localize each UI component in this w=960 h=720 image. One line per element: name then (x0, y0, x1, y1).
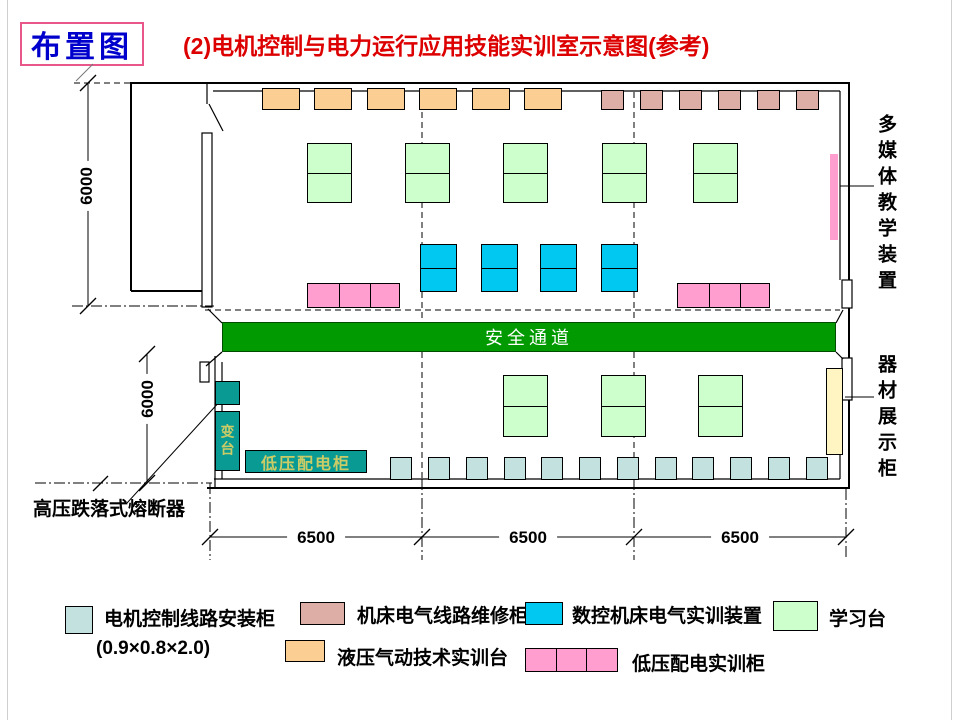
legend-swatch-study-table (773, 601, 818, 631)
fuse-box (215, 381, 240, 405)
dim-height-bottom: 6000 (138, 374, 158, 424)
study-table (698, 375, 743, 437)
pneumatic-training-bench (419, 88, 457, 110)
study-table (307, 143, 352, 203)
legend-label-cnc-unit: 数控机床电气实训装置 (572, 606, 763, 627)
legend-label-lv-training-cabinet: 低压配电实训柜 (632, 654, 766, 675)
study-table (601, 375, 646, 437)
motor-install-cabinet (428, 457, 450, 480)
dim-span-1: 6500 (287, 528, 345, 548)
motor-install-cabinet (579, 457, 601, 480)
legend-label-pneumatic-bench: 液压气动技术实训台 (337, 648, 509, 669)
lv-distribution-cabinet: 低压配电柜 (245, 450, 367, 473)
fuse-label: 高压跌落式熔断器 (33, 499, 186, 520)
study-table (503, 143, 548, 203)
machine-maintenance-cabinet (679, 90, 702, 110)
machine-maintenance-cabinet (718, 90, 741, 110)
motor-install-cabinet (768, 457, 790, 480)
equipment-display-cabinet (826, 368, 843, 455)
cnc-training-unit (540, 244, 577, 292)
walls (130, 82, 850, 489)
layout-tag-label: 布置图 (31, 31, 133, 64)
pneumatic-training-bench (314, 88, 352, 110)
centerlines (35, 305, 847, 560)
motor-install-cabinet (692, 457, 714, 480)
wall-partitions (199, 132, 853, 401)
legend-swatch-pneumatic-bench (285, 640, 325, 662)
legend-swatch-cnc-unit (525, 602, 563, 625)
motor-install-cabinet (390, 457, 412, 480)
legend-label-study-table: 学习台 (829, 609, 887, 630)
multimedia-device-bar (830, 154, 838, 240)
study-table (693, 143, 738, 203)
legend-swatch-lv-training-cabinet (525, 648, 618, 672)
page-title: (2)电机控制与电力运行应用技能实训室示意图(参考) (183, 33, 710, 59)
motor-install-cabinet (541, 457, 563, 480)
slide-left-edge (7, 0, 8, 720)
cnc-training-unit (420, 244, 457, 292)
machine-maintenance-cabinet (796, 90, 819, 110)
pneumatic-training-bench (367, 88, 405, 110)
legend-label-maintenance-cabinet: 机床电气线路维修柜 (357, 606, 529, 627)
motor-install-cabinet (655, 457, 677, 480)
lv-distribution-training-cabinet (677, 283, 770, 308)
study-table (602, 143, 647, 203)
dim-span-2: 6500 (499, 528, 557, 548)
lv-distribution-training-cabinet (307, 283, 400, 308)
motor-install-cabinet (617, 457, 639, 480)
machine-maintenance-cabinet (640, 90, 663, 110)
door-diagonals (205, 308, 844, 367)
machine-maintenance-cabinet (601, 90, 624, 110)
pneumatic-training-bench (472, 88, 510, 110)
pneumatic-training-bench (262, 88, 300, 110)
cnc-training-unit (481, 244, 518, 292)
legend-note-install-cabinet: (0.9×0.8×2.0) (96, 638, 211, 659)
study-table (405, 143, 450, 203)
motor-install-cabinet (730, 457, 752, 480)
multimedia-label: 多媒体教学装置 (875, 114, 896, 296)
machine-maintenance-cabinet (757, 90, 780, 110)
dim-height-top: 6000 (77, 161, 97, 211)
transformer-platform: 变台 (215, 411, 240, 471)
layout-tag-box: 布置图 (20, 22, 144, 66)
motor-install-cabinet (466, 457, 488, 480)
dim-span-3: 6500 (711, 528, 769, 548)
equipment-display-label: 器材展示柜 (875, 354, 896, 484)
dimension-ticks (79, 74, 855, 546)
motor-install-cabinet (504, 457, 526, 480)
cnc-training-unit (601, 244, 638, 292)
safety-passage: 安全通道 (222, 322, 836, 352)
motor-install-cabinet (806, 457, 828, 480)
safety-passage-label: 安全通道 (485, 328, 573, 348)
slide-right-edge (951, 0, 952, 720)
legend-label-install-cabinet: 电机控制线路安装柜 (104, 609, 276, 630)
study-table (503, 375, 548, 437)
legend-swatch-install-cabinet (65, 606, 93, 634)
transformer-label: 变台 (219, 424, 236, 458)
pneumatic-training-bench (524, 88, 562, 110)
legend-swatch-maintenance-cabinet (300, 602, 345, 625)
